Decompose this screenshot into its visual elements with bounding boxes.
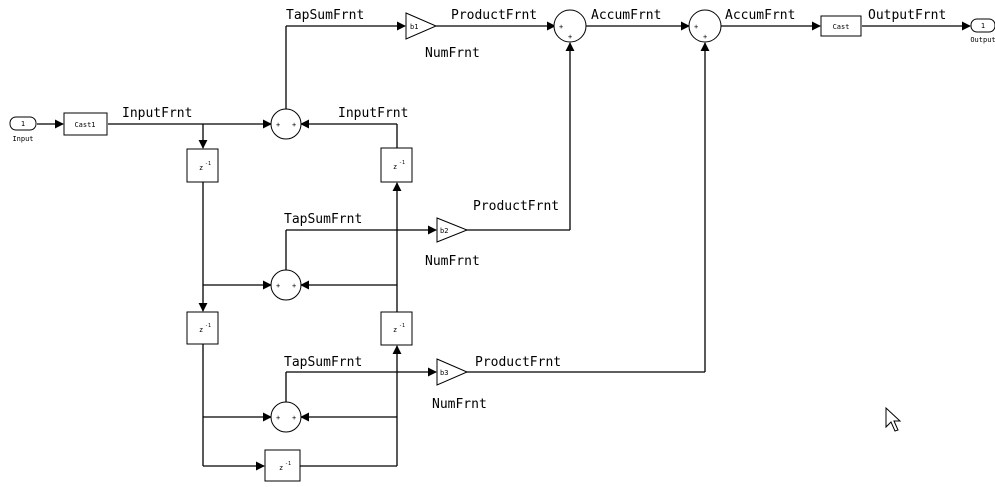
delay-exp: -1 (285, 461, 291, 467)
sum-sign: + (292, 121, 296, 129)
input-port-number: 1 (21, 120, 25, 128)
signal-output-frnt: OutputFrnt (868, 8, 946, 23)
delay-exp: -1 (399, 323, 405, 329)
delay-block-left-2[interactable]: z -1 (186, 311, 219, 345)
delay-exp: -1 (205, 323, 211, 329)
gain-b1-label: b1 (410, 23, 418, 31)
delay-z: z (279, 464, 283, 472)
input-port[interactable]: 1 Input (9, 116, 37, 143)
signal-tap-sum-frnt: TapSumFrnt (286, 8, 364, 23)
output-port-number: 1 (981, 22, 985, 30)
sum-sign: + (694, 23, 698, 31)
gain-block-b2[interactable]: b2 (436, 217, 469, 243)
sum-sign: + (703, 33, 707, 41)
delay-z: z (393, 326, 397, 334)
cast1-label: Cast1 (74, 121, 95, 129)
gain-block-b3[interactable]: b3 (436, 358, 469, 386)
sum-block-tap-1[interactable]: + + (270, 108, 302, 140)
sum-sign: + (568, 33, 572, 41)
delay-exp: -1 (399, 160, 405, 166)
signal-product-frnt: ProductFrnt (475, 355, 561, 370)
output-port[interactable]: 1 Output (970, 18, 995, 44)
signal-input-frnt: InputFrnt (338, 106, 408, 121)
mouse-cursor-icon (885, 406, 902, 432)
delay-block-left-1[interactable]: z -1 (186, 148, 219, 183)
gain-block-b1[interactable]: b1 (405, 12, 438, 40)
sum-block-tap-3[interactable]: + + (270, 401, 302, 433)
sum-sign: + (276, 121, 280, 129)
cast-label: Cast (833, 23, 850, 31)
delay-block-right-2[interactable]: z -1 (380, 311, 413, 346)
signal-num-frnt: NumFrnt (425, 254, 480, 269)
sum-sign: + (276, 282, 280, 290)
delay-z: z (199, 326, 203, 334)
sum-block-tap-2[interactable]: + + (270, 269, 302, 301)
sum-sign: + (276, 414, 280, 422)
delay-z: z (199, 164, 203, 172)
sum-block-accum-1[interactable]: + + (553, 9, 587, 43)
gain-b3-label: b3 (440, 369, 448, 377)
signal-num-frnt: NumFrnt (425, 46, 480, 61)
input-port-label: Input (12, 135, 33, 143)
signal-num-frnt: NumFrnt (432, 397, 487, 412)
gain-b2-label: b2 (440, 227, 448, 235)
signal-product-frnt: ProductFrnt (451, 8, 537, 23)
delay-z: z (393, 163, 397, 171)
delay-block-bottom[interactable]: z -1 (264, 449, 301, 482)
delay-exp: -1 (205, 161, 211, 167)
sum-block-accum-2[interactable]: + + (688, 9, 722, 43)
wires (37, 21, 971, 471)
sum-sign: + (292, 282, 296, 290)
signal-tap-sum-frnt: TapSumFrnt (284, 355, 362, 370)
signal-input-frnt: InputFrnt (122, 106, 192, 121)
signal-product-frnt: ProductFrnt (473, 199, 559, 214)
signal-labels: InputFrnt InputFrnt TapSumFrnt TapSumFrn… (122, 8, 946, 412)
cast1-block[interactable]: Cast1 (63, 112, 108, 136)
sum-sign: + (559, 23, 563, 31)
sum-sign: + (292, 414, 296, 422)
delay-block-right-1[interactable]: z -1 (380, 147, 413, 183)
cast-block[interactable]: Cast (820, 15, 862, 37)
output-port-label: Output (970, 36, 995, 44)
signal-accum-frnt: AccumFrnt (591, 8, 661, 23)
signal-tap-sum-frnt: TapSumFrnt (284, 212, 362, 227)
signal-accum-frnt: AccumFrnt (725, 8, 795, 23)
